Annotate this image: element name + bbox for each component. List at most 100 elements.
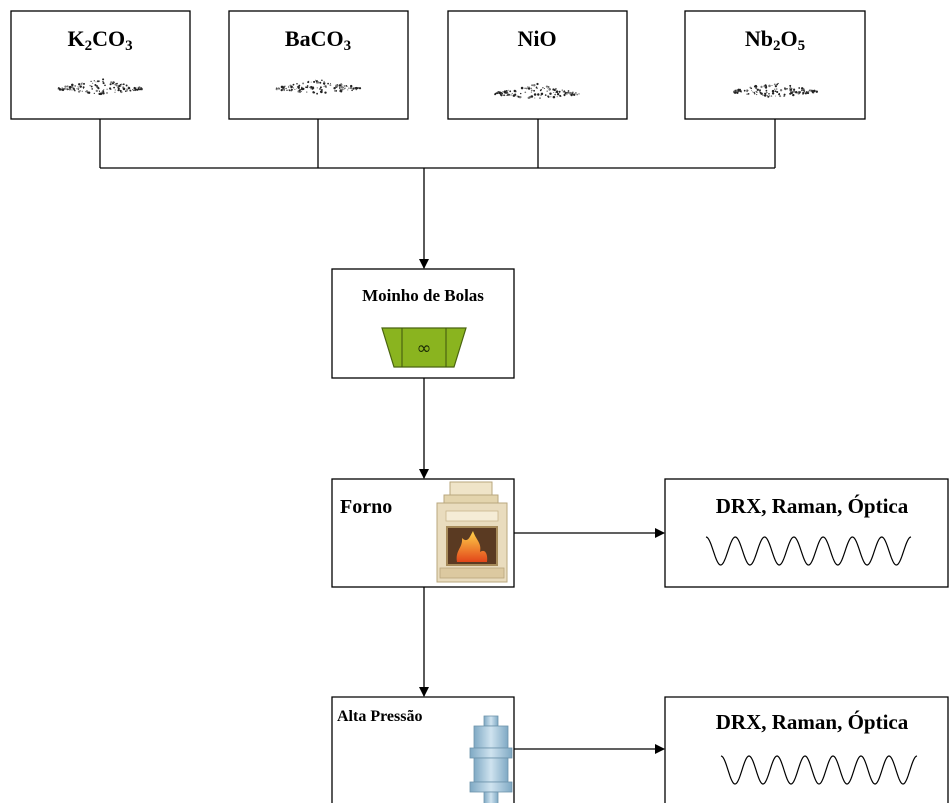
powder-speck <box>82 86 85 89</box>
powder-speck <box>790 90 791 92</box>
powder-speck <box>527 96 530 100</box>
powder-speck <box>82 87 85 89</box>
powder-speck <box>774 90 777 93</box>
analysis-box-2: DRX, Raman, Óptica <box>664 696 949 803</box>
powder-speck <box>71 89 73 91</box>
powder-speck <box>316 87 318 89</box>
powder-speck <box>120 83 123 86</box>
furnace-label: Forno <box>340 496 392 518</box>
powder-speck <box>800 87 804 90</box>
powder-speck <box>792 90 796 93</box>
powder-speck <box>525 87 528 90</box>
powder-speck <box>811 91 814 94</box>
powder-speck <box>505 94 507 96</box>
powder-speck <box>93 80 95 82</box>
powder-speck <box>501 94 503 96</box>
powder-speck <box>132 89 134 91</box>
powder-speck <box>512 94 516 97</box>
powder-speck <box>278 88 280 90</box>
powder-speck <box>539 89 542 92</box>
powder-speck <box>540 92 544 96</box>
powder-speck <box>127 87 129 89</box>
powder-speck <box>792 94 794 96</box>
high-pressure-label: Alta Pressão <box>337 708 422 725</box>
powder-speck <box>61 87 63 89</box>
powder-speck <box>276 88 278 91</box>
powder-speck <box>564 90 566 92</box>
powder-speck <box>129 89 132 92</box>
powder-speck <box>310 86 312 88</box>
powder-speck <box>340 86 343 89</box>
powder-speck <box>95 81 97 83</box>
powder-speck <box>572 91 574 94</box>
powder-speck <box>316 92 318 95</box>
powder-speck <box>513 89 517 93</box>
powder-speck <box>549 92 552 95</box>
powder-speck <box>81 82 83 84</box>
powder-speck <box>313 91 316 94</box>
powder-speck <box>749 86 752 89</box>
powder-speck <box>350 87 352 89</box>
powder-speck <box>301 86 303 89</box>
ball-mill-icon: ∞ <box>381 327 467 368</box>
powder-speck <box>81 90 83 92</box>
powder-speck <box>797 92 800 94</box>
powder-speck <box>308 86 310 88</box>
powder-speck <box>89 85 91 87</box>
powder-speck <box>283 89 285 91</box>
powder-speck <box>547 86 550 88</box>
powder-speck <box>789 84 792 87</box>
powder-speck <box>530 89 533 92</box>
powder-speck <box>528 86 530 88</box>
powder-speck <box>765 85 768 87</box>
powder-speck <box>301 90 303 92</box>
powder-speck <box>117 87 120 90</box>
powder-speck <box>77 86 79 88</box>
powder-speck <box>531 84 534 87</box>
furnace-box: Forno <box>331 478 515 588</box>
powder-speck <box>338 84 342 87</box>
powder-speck <box>768 84 771 88</box>
powder-speck <box>779 89 783 92</box>
powder-speck <box>539 97 541 99</box>
powder-speck <box>554 94 556 96</box>
powder-speck <box>319 88 321 90</box>
powder-speck <box>333 87 336 90</box>
powder-speck <box>775 88 778 90</box>
powder-speck <box>526 86 529 88</box>
powder-speck <box>131 89 133 91</box>
powder-speck <box>802 91 805 95</box>
powder-speck <box>68 87 72 91</box>
powder-speck <box>97 87 100 90</box>
powder-speck <box>545 85 548 88</box>
high-pressure-box: Alta Pressão <box>331 696 515 803</box>
powder-speck <box>530 87 532 89</box>
analysis-label: DRX, Raman, Óptica <box>716 494 909 518</box>
powder-speck <box>747 89 749 91</box>
powder-speck <box>85 90 89 93</box>
powder-speck <box>102 78 105 81</box>
powder-speck <box>575 92 577 94</box>
powder-speck <box>90 85 93 88</box>
powder-speck <box>297 86 300 89</box>
powder-speck <box>537 93 539 95</box>
reagent-box-k2co3: K2CO3 <box>10 10 191 120</box>
powder-speck <box>524 91 527 94</box>
powder-speck <box>66 87 68 90</box>
powder-speck <box>91 88 94 90</box>
powder-speck <box>111 82 114 85</box>
powder-speck <box>126 88 128 91</box>
powder-speck <box>114 89 116 91</box>
powder-speck <box>359 87 361 89</box>
infinity-symbol: ∞ <box>417 338 432 359</box>
reagent-label: Nb2O5 <box>745 26 805 54</box>
powder-speck <box>351 89 353 92</box>
powder-speck <box>345 85 348 87</box>
powder-speck <box>760 85 763 88</box>
powder-speck <box>323 80 325 82</box>
powder-speck <box>334 89 337 92</box>
powder-speck <box>815 90 818 93</box>
powder-speck <box>322 82 326 85</box>
powder-speck <box>537 93 540 96</box>
powder-speck <box>553 89 556 92</box>
